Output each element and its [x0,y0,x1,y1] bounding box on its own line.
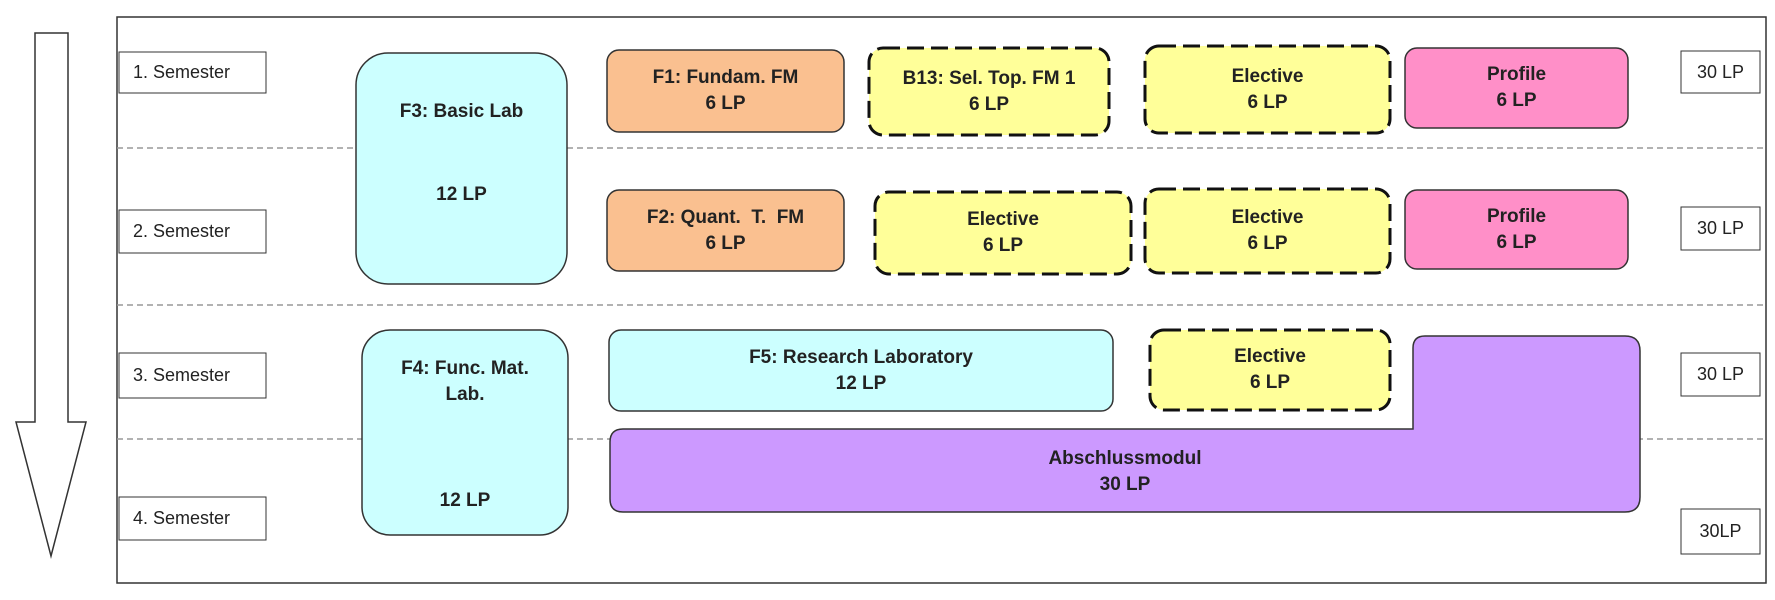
credit-box-4 [1680,508,1761,555]
module-f3 [355,52,568,285]
semester-3-box [118,352,267,399]
module-f1 [606,49,845,133]
time-arrow [15,32,87,559]
module-profile-s1 [1404,47,1629,129]
module-elective-s3 [1148,328,1392,412]
module-f4 [361,329,569,536]
semester-4-box [118,496,267,541]
module-f5 [608,329,1114,412]
module-profile-s2 [1404,189,1629,270]
module-b13 [867,46,1111,137]
module-elective-s1 [1143,44,1392,135]
semester-2-box [118,209,267,254]
module-f2 [606,189,845,272]
module-elective-s2b [1143,187,1392,275]
credit-box-2 [1680,206,1761,251]
credit-box-3 [1680,352,1761,397]
semester-1-box [118,51,267,94]
credit-box-1 [1680,50,1761,94]
module-abschluss [609,335,1641,513]
module-elective-s2a [873,190,1133,276]
